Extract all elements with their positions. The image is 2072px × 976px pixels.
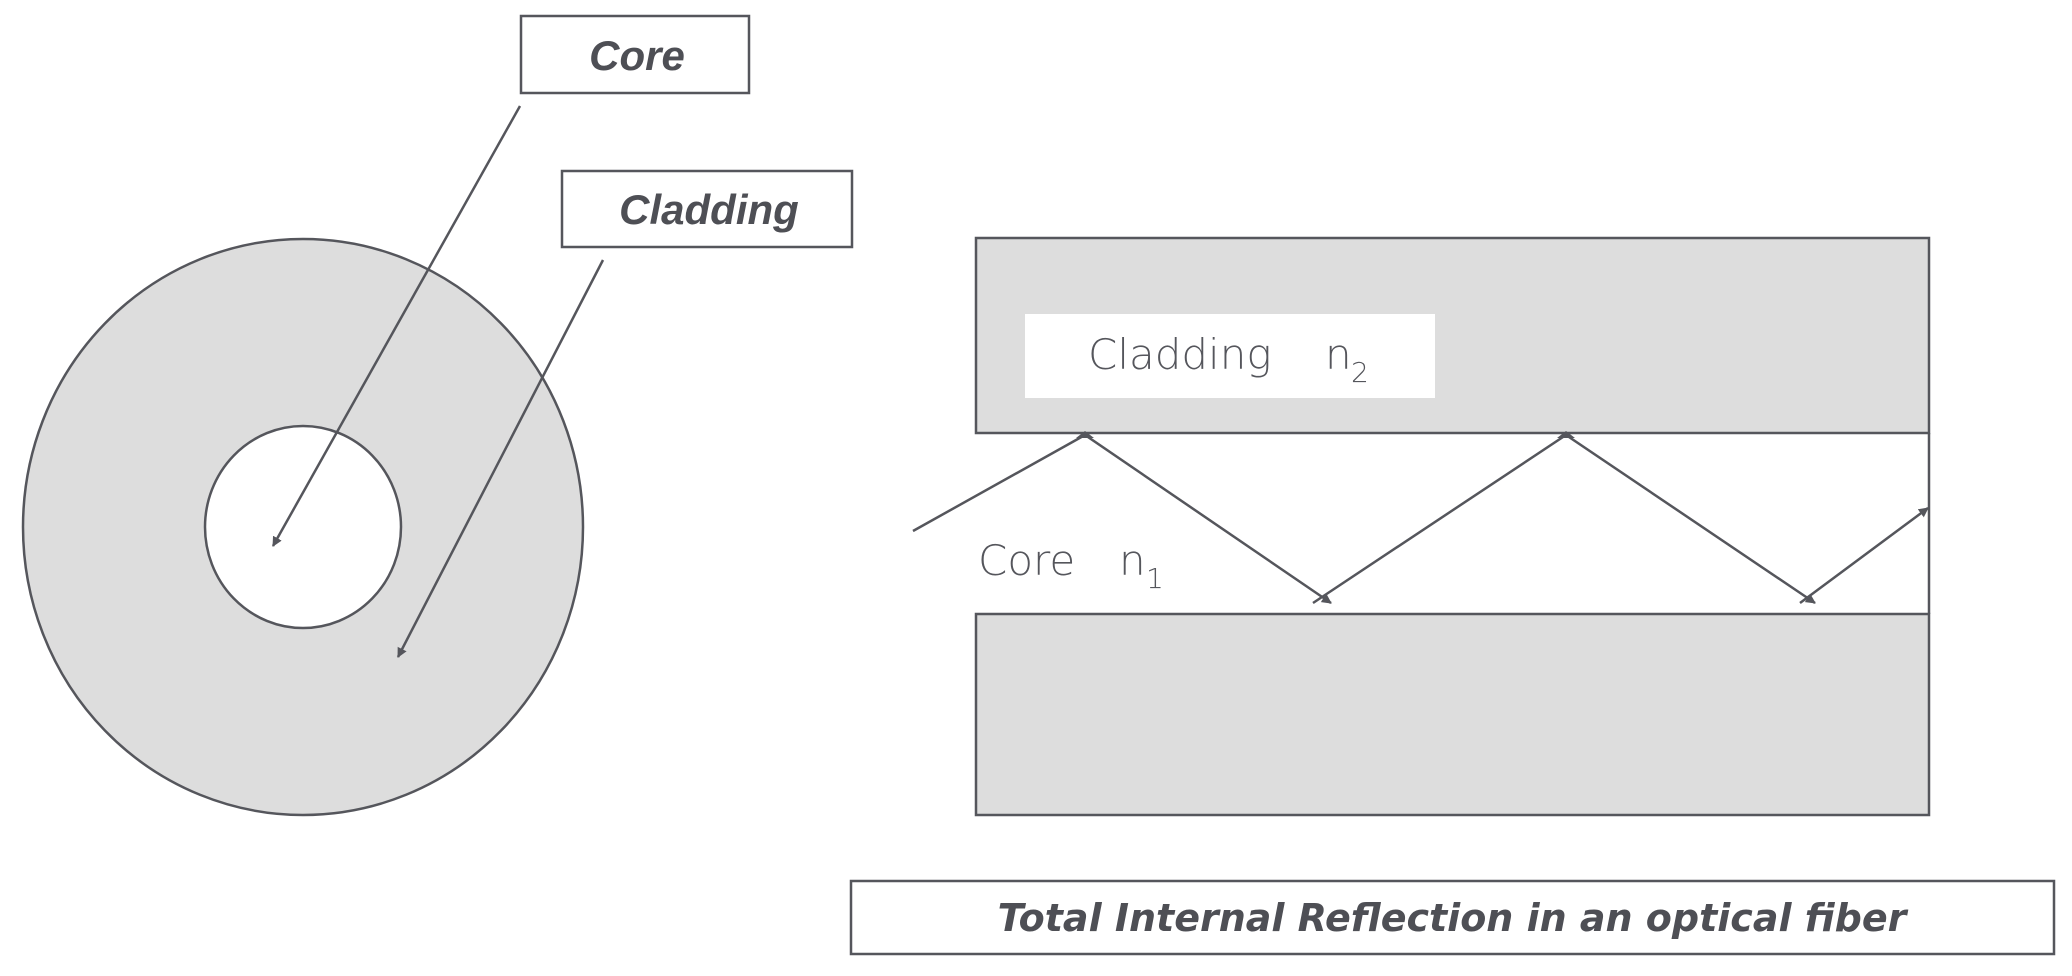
cladding-index-subscript: 2 — [1351, 356, 1369, 389]
cladding-label: Cladding — [619, 186, 799, 233]
core-circle — [203, 424, 403, 630]
reflection-point-1 — [1076, 431, 1094, 438]
fiber-cross-section: Core Cladding — [21, 14, 854, 817]
fiber-core-label: Core — [978, 536, 1075, 585]
core-refractive-index: n — [1119, 536, 1146, 585]
cladding-label-box — [560, 169, 854, 249]
fiber-cladding-label: Cladding — [1088, 330, 1272, 379]
top-cladding-layer — [974, 236, 1931, 435]
caption-text: Total Internal Reflection in an optical … — [998, 896, 1909, 940]
cladding-label-panel — [1025, 314, 1435, 398]
cladding-index-symbol: n — [1325, 330, 1352, 379]
cladding-pointer-arrow — [396, 259, 605, 658]
core-label-box — [519, 14, 751, 95]
core-pointer-arrow — [271, 105, 522, 547]
core-label: Core — [589, 32, 685, 79]
core-index-subscript: 1 — [1146, 562, 1164, 595]
fiber-longitudinal-view: Cladding n 2 Core n 1 — [912, 236, 1931, 817]
light-ray-segment-2 — [1312, 433, 1816, 605]
caption-box — [849, 879, 2056, 956]
fiber-cladding-text: Cladding — [1088, 330, 1272, 379]
cladding-refractive-index: n — [1325, 330, 1352, 379]
reflection-point-3 — [1557, 431, 1575, 438]
bottom-cladding-layer — [974, 612, 1931, 817]
caption: Total Internal Reflection in an optical … — [849, 879, 2056, 956]
light-ray-exit — [1799, 506, 1929, 605]
